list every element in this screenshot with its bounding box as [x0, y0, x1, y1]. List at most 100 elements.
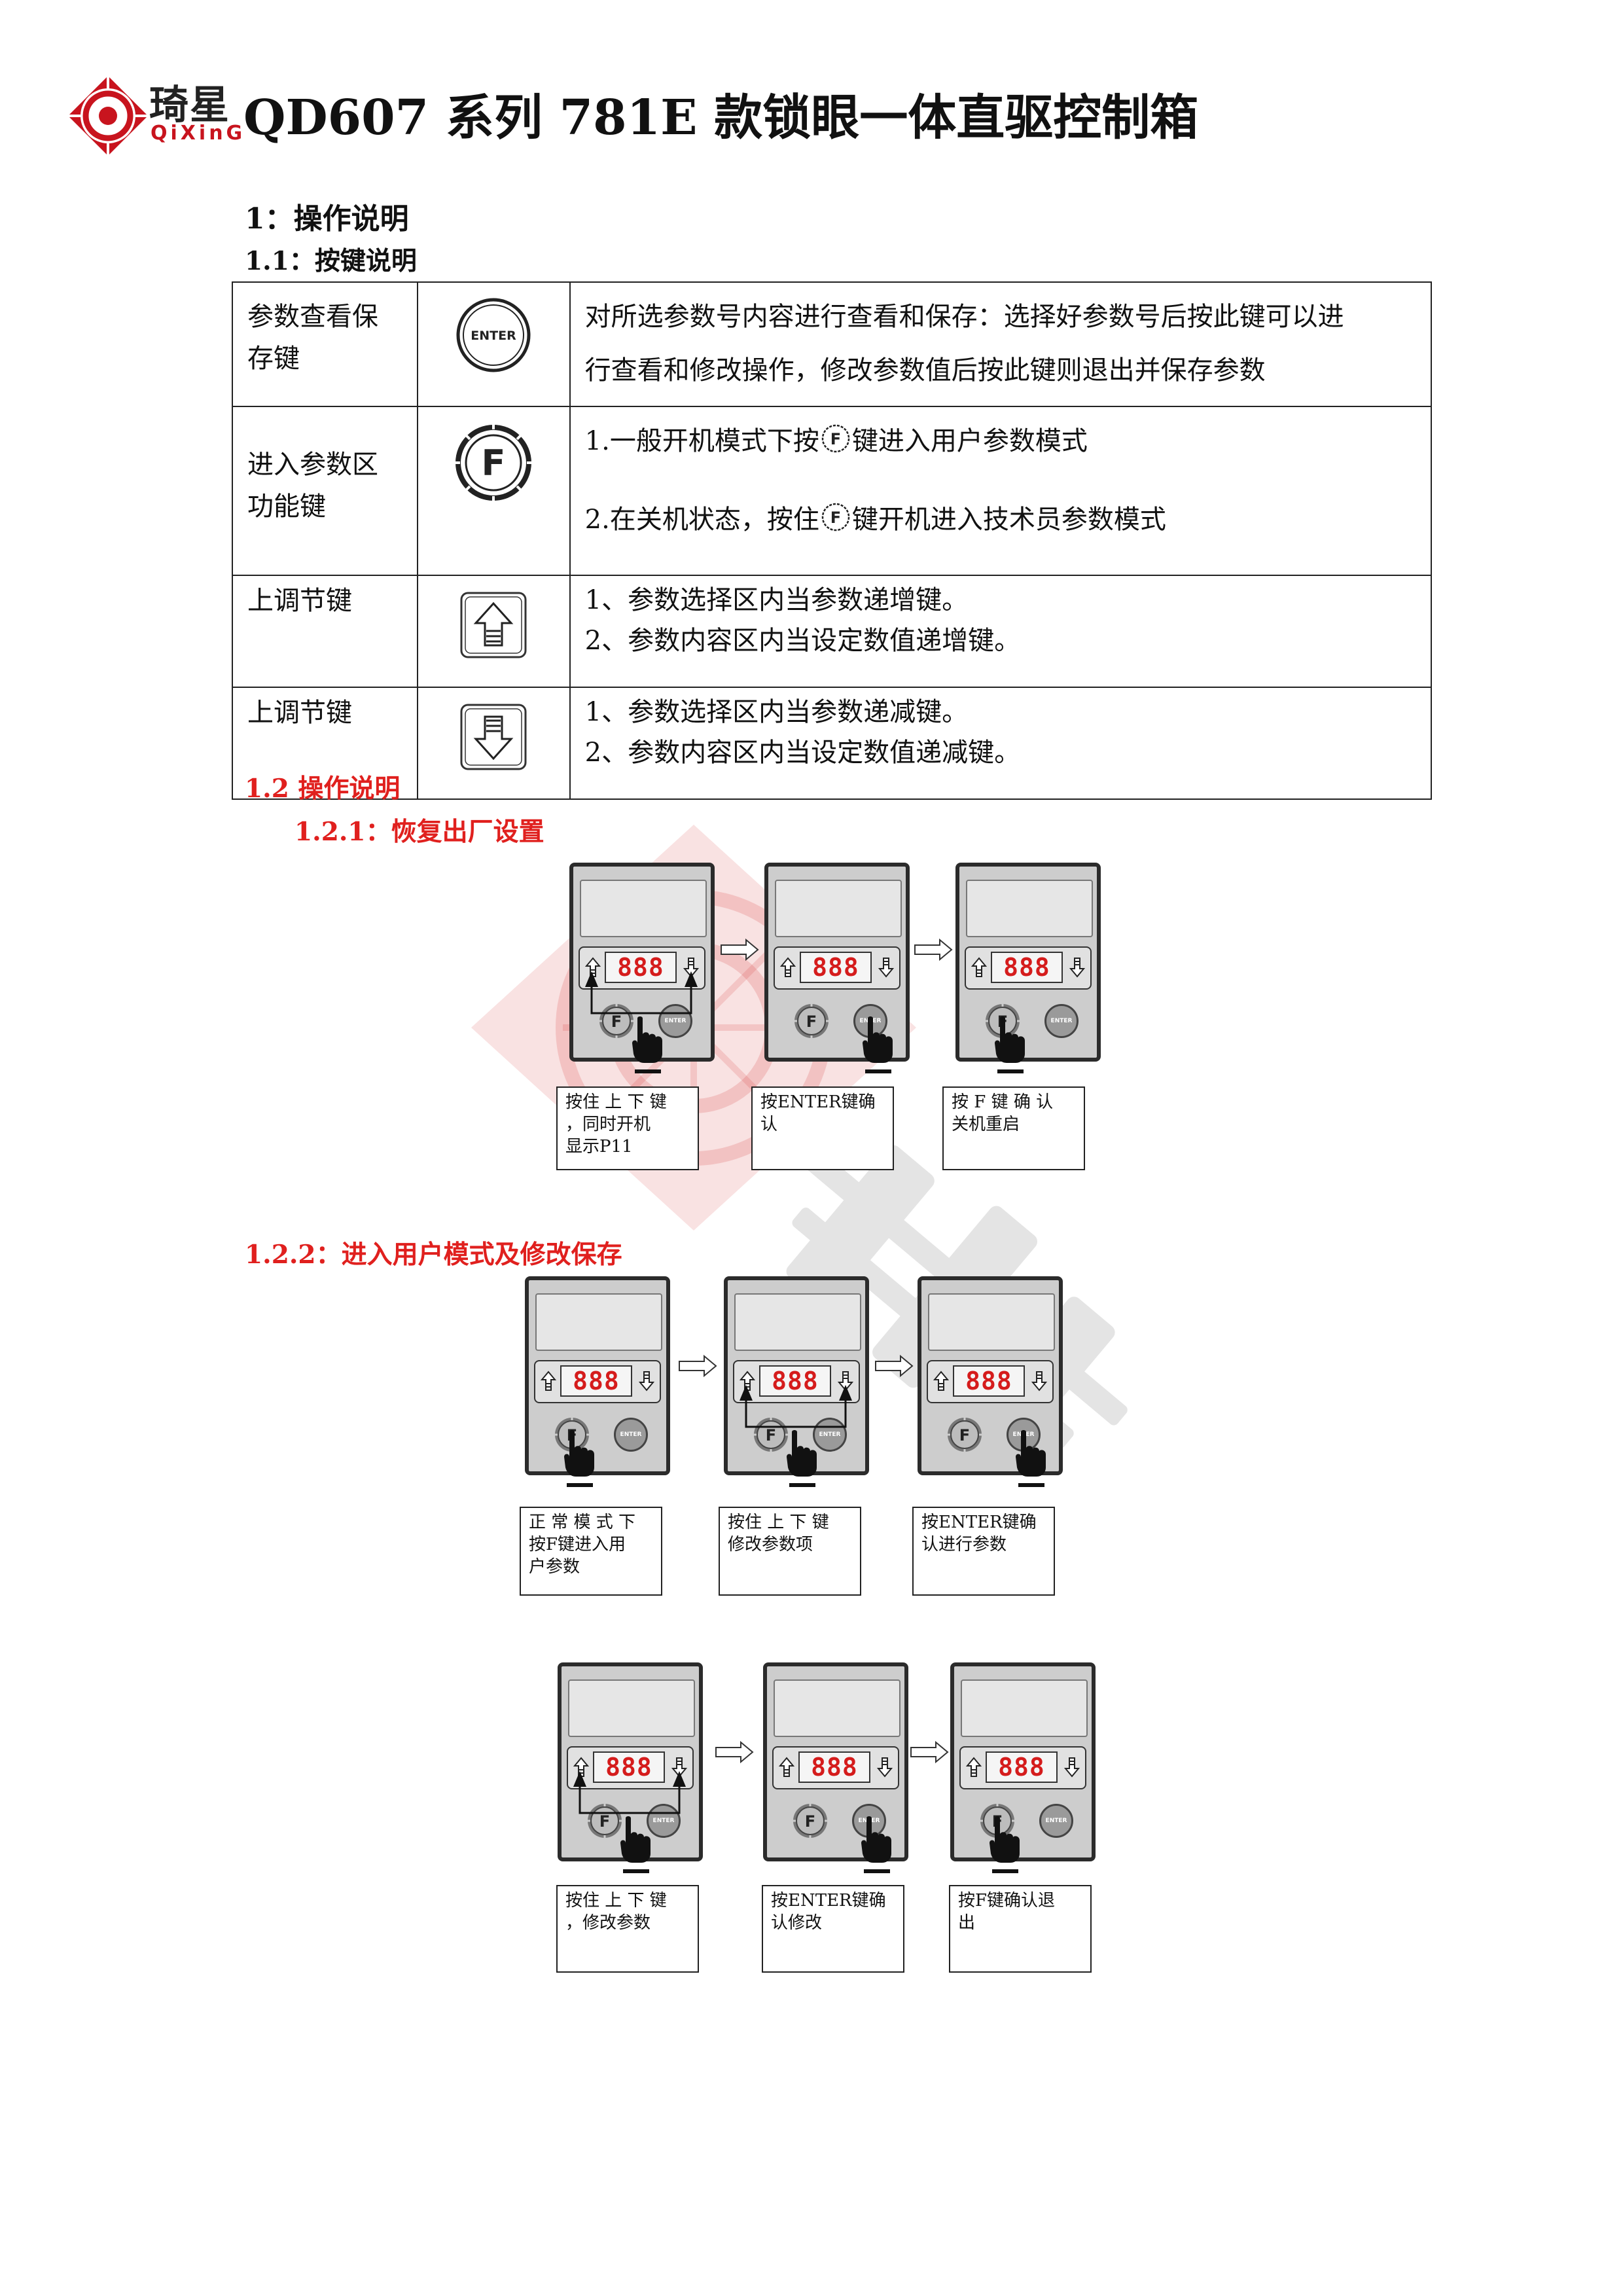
key-name-cell: 参数查看保存键: [232, 282, 418, 406]
flow-arrow-icon: [720, 939, 759, 961]
svg-text:ENTER: ENTER: [471, 329, 517, 343]
description-line: 对所选参数号内容进行查看和保存：选择好参数号后按此键可以进: [585, 296, 1416, 338]
step-caption: 按 F 键 确 认 关机重启: [942, 1086, 1085, 1170]
section-title: 1：操作说明: [245, 195, 409, 237]
step-caption: 按ENTER键确 认: [751, 1086, 894, 1170]
panel-up-key-icon: [966, 1757, 982, 1778]
brand-name-en: QiXinG: [151, 122, 245, 145]
panel-down-key-icon: [1031, 1371, 1047, 1391]
svg-text:F: F: [806, 1013, 817, 1031]
section-title: 1.2 操作说明: [245, 768, 400, 805]
control-panel: 888F ENTER: [950, 1662, 1096, 1861]
step-caption: 按住 上 下 键 ，同时开机 显示P11: [556, 1086, 699, 1170]
panel-f-key-icon: F: [792, 1803, 829, 1839]
subsection-title: 1.1：按键说明: [245, 241, 417, 278]
description-line: 2、参数内容区内当设定数值递增键。: [585, 620, 1416, 661]
panel-digit-display: 888: [800, 952, 872, 983]
key-description-cell: 1、参数选择区内当参数递减键。 2、参数内容区内当设定数值递减键。: [570, 687, 1431, 799]
company-logo-icon: [65, 73, 151, 158]
panel-up-key-icon: [585, 957, 601, 978]
key-icon-cell: [418, 575, 570, 687]
description-line: 2、参数内容区内当设定数值递减键。: [585, 732, 1416, 773]
key-name-cell: 进入参数区功能键: [232, 406, 418, 575]
panel-down-key-icon: [877, 1757, 893, 1778]
panel-f-key-icon: F: [598, 1003, 635, 1039]
svg-text:F: F: [992, 1812, 1003, 1831]
panel-down-key-icon: [1069, 957, 1085, 978]
panel-screen: [928, 1293, 1055, 1351]
panel-down-key-icon: [838, 1371, 853, 1391]
panel-f-key-icon: F: [946, 1416, 983, 1453]
panel-digit-display: 888: [605, 952, 677, 983]
control-panel: 888FENTER: [724, 1276, 869, 1475]
panel-key-row: 888: [927, 1360, 1054, 1403]
svg-text:F: F: [482, 442, 506, 484]
panel-screen: [774, 1679, 901, 1737]
svg-text:F: F: [805, 1812, 815, 1831]
panel-screen: [580, 880, 707, 937]
key-name: 进入参数区功能键: [247, 450, 378, 522]
step-caption: 按ENTER键确 认修改: [762, 1885, 904, 1973]
panel-key-row: 888: [772, 1746, 899, 1789]
key-name-cell: 上调节键: [232, 575, 418, 687]
table-row: 上调节键 1、参数选择区内当参数递增键。 2、参数内容区内当设定数值递增键。: [232, 575, 1431, 687]
panel-down-key-icon: [639, 1371, 654, 1391]
key-description-cell: 对所选参数号内容进行查看和保存：选择好参数号后按此键可以进 行查看和修改操作，修…: [570, 282, 1431, 406]
document-title: QD607 系列 781E 款锁眼一体直驱控制箱: [243, 79, 1198, 149]
panel-screen: [568, 1679, 695, 1737]
panel-down-key-icon: [878, 957, 894, 978]
description-text: 键开机进入技术员参数模式: [852, 505, 1166, 535]
panel-key-row: 888: [579, 946, 705, 990]
f-key-icon: F: [451, 420, 536, 505]
key-name: 参数查看保存键: [247, 302, 378, 374]
panel-up-key-icon: [573, 1757, 589, 1778]
description-text: 键进入用户参数模式: [852, 426, 1088, 456]
panel-screen: [535, 1293, 662, 1351]
key-name: 上调节键: [247, 586, 352, 616]
panel-key-row: 888: [534, 1360, 661, 1403]
panel-screen: [966, 880, 1093, 937]
panel-up-key-icon: [971, 957, 987, 978]
svg-text:F: F: [766, 1426, 776, 1444]
panel-up-key-icon: [740, 1371, 755, 1391]
panel-up-key-icon: [780, 957, 796, 978]
panel-enter-key-icon: ENTER: [853, 1004, 887, 1038]
description-line: 1、参数选择区内当参数递增键。: [585, 580, 1416, 620]
flow-arrow-icon: [874, 1355, 914, 1377]
svg-text:F: F: [997, 1013, 1008, 1031]
panel-enter-key-icon: ENTER: [658, 1004, 692, 1038]
panel-digit-display: 888: [991, 952, 1063, 983]
svg-text:F: F: [599, 1812, 610, 1831]
panel-key-row: 888: [965, 946, 1092, 990]
panel-screen: [734, 1293, 861, 1351]
svg-text:F: F: [830, 509, 841, 527]
panel-screen: [961, 1679, 1088, 1737]
panel-f-key-icon: F: [586, 1803, 623, 1839]
key-name: 上调节键: [247, 698, 352, 728]
step-caption: 正 常 模 式 下 按F键进入用 户参数: [520, 1507, 662, 1596]
key-description-table: 参数查看保存键 ENTER 对所选参数号内容进行查看和保存：选择好参数号后按此键…: [232, 281, 1432, 800]
key-icon-cell: [418, 687, 570, 799]
flow-arrow-icon: [715, 1741, 754, 1763]
key-icon-cell: F: [418, 406, 570, 575]
key-description-cell: 1.一般开机模式下按F键进入用户参数模式 2.在关机状态，按住F键开机进入技术员…: [570, 406, 1431, 575]
step-caption: 按住 上 下 键 修改参数项: [719, 1507, 861, 1596]
panel-up-key-icon: [933, 1371, 949, 1391]
panel-key-row: 888: [959, 1746, 1086, 1789]
flow-arrow-icon: [914, 939, 953, 961]
panel-enter-key-icon: ENTER: [852, 1804, 886, 1838]
key-icon-cell: ENTER: [418, 282, 570, 406]
table-row: 参数查看保存键 ENTER 对所选参数号内容进行查看和保存：选择好参数号后按此键…: [232, 282, 1431, 406]
svg-text:F: F: [959, 1426, 970, 1444]
panel-screen: [775, 880, 902, 937]
description-text: 1.一般开机模式下按: [585, 426, 819, 456]
panel-enter-key-icon: ENTER: [1039, 1804, 1073, 1838]
panel-digit-display: 888: [798, 1751, 870, 1783]
panel-digit-display: 888: [986, 1751, 1058, 1783]
description-line: 2.在关机状态，按住F键开机进入技术员参数模式: [585, 499, 1416, 541]
panel-enter-key-icon: ENTER: [614, 1418, 648, 1452]
panel-key-row: 888: [774, 946, 901, 990]
